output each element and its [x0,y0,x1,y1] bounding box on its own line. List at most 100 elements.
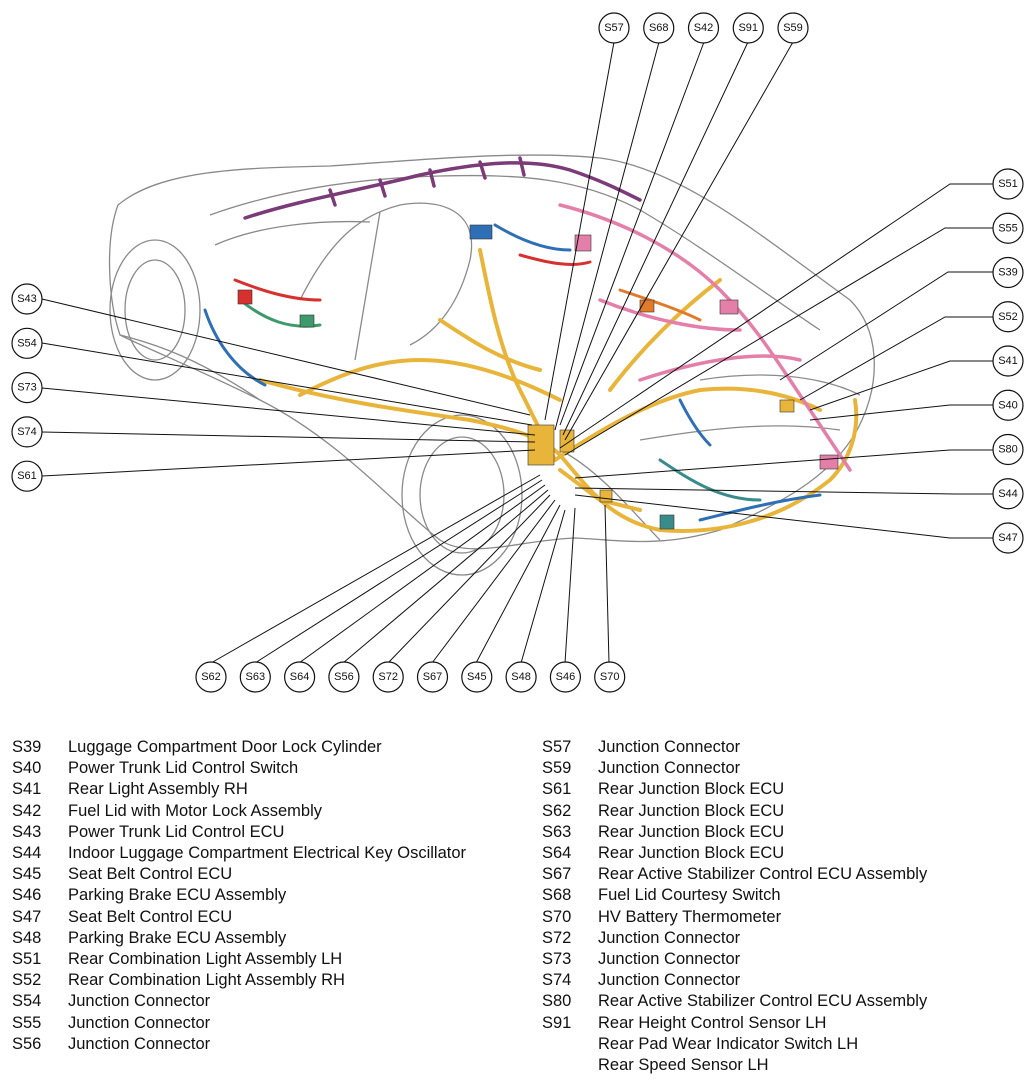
legend-description: Fuel Lid with Motor Lock Assembly [68,801,323,820]
legend-code: S52 [12,971,42,990]
legend-description: HV Battery Thermometer [598,907,782,926]
callout-s39: S39 [992,256,1024,289]
legend-row: S48 Parking Brake ECU Assembly [12,928,466,949]
legend-code: S63 [542,822,572,841]
legend-code: S46 [12,886,42,905]
connector-blocks [237,224,839,530]
callout-s41: S41 [992,345,1024,377]
callout-text: S45 [467,671,487,683]
callout-text: S74 [17,426,37,438]
callout-s56: S56 [328,661,360,693]
legend-code [542,1034,598,1055]
legend-row: Rear Speed Sensor LH [542,1055,927,1076]
legend-row: S63 Rear Junction Block ECU [542,822,927,843]
legend-description: Power Trunk Lid Control Switch [68,759,299,778]
callout-s40: S40 [992,389,1024,421]
legend-description: Luggage Compartment Door Lock Cylinder [68,738,382,756]
callout-text: S51 [998,178,1018,190]
legend-code: S39 [12,738,42,756]
callout-text: S40 [998,399,1018,411]
callout-s51: S51 [992,168,1024,200]
legend-code: S42 [12,801,42,820]
legend-code: S59 [542,759,572,778]
callout-text: S57 [604,22,624,34]
callout-text: S91 [738,22,758,34]
callout-s68: S68 [643,12,675,44]
callout-text: S42 [694,22,714,34]
callout-text: S43 [17,293,37,305]
legend-description: Parking Brake ECU Assembly [68,886,287,905]
callout-s72: S72 [372,661,404,693]
legend-code: S73 [542,950,572,969]
legend-code: S45 [12,865,42,884]
legend-row: S52 Rear Combination Light Assembly RH [12,970,466,991]
callout-text: S46 [556,671,576,683]
legend-description: Parking Brake ECU Assembly [68,928,287,947]
callout-text: S55 [998,222,1018,234]
legend-left-column: S39 Luggage Compartment Door Lock Cylinde… [12,737,466,1055]
legend-description: Rear Combination Light Assembly RH [68,971,345,990]
callout-s73: S73 [11,372,43,404]
legend-row: S73 Junction Connector [542,949,927,970]
legend-description: Junction Connector [68,992,211,1011]
callout-s48: S48 [505,661,537,693]
legend-code: S54 [12,992,42,1011]
legend-description: Rear Junction Block ECU [598,822,785,841]
callout-text: S59 [783,22,803,34]
callout-s80: S80 [992,433,1024,466]
legend-description: Rear Junction Block ECU [598,844,785,863]
callout-s61: S61 [11,460,43,492]
callout-s64: S64 [284,661,316,693]
legend-row: S62 Rear Junction Block ECU [542,801,927,822]
legend-row: S43 Power Trunk Lid Control ECU [12,822,466,843]
callout-text: S62 [201,671,221,683]
legend-code: S57 [542,738,572,756]
legend-code: S40 [12,759,42,778]
legend-description: Seat Belt Control ECU [68,865,233,884]
legend-row: S46 Parking Brake ECU Assembly [12,885,466,906]
legend-code: S62 [542,801,572,820]
leader-lines [41,41,995,664]
legend-description: Fuel Lid Courtesy Switch [598,886,781,905]
legend-code: S47 [12,907,42,926]
callout-text: S67 [423,671,443,683]
legend-code: S72 [542,928,572,947]
legend-description: Junction Connector [598,971,741,990]
legend-description: Rear Active Stabilizer Control ECU Assem… [598,865,928,884]
legend-row: S67 Rear Active Stabilizer Control ECU As… [542,864,927,885]
legend-description: Junction Connector [68,1034,211,1053]
legend-description: Rear Light Assembly RH [68,780,248,799]
legend-description: Rear Junction Block ECU [598,780,785,799]
callout-text: S61 [17,470,37,482]
callout-s67: S67 [416,661,449,693]
callout-s46: S46 [549,661,582,693]
legend-code: S55 [12,1013,42,1032]
callout-text: S54 [17,337,37,349]
callout-s59: S59 [777,12,809,44]
legend-code: S48 [12,928,42,947]
callout-text: S44 [998,488,1018,500]
callout-s74: S74 [11,416,43,448]
legend-code: S80 [542,992,572,1011]
legend-description: Junction Connector [598,950,741,969]
legend-code: S67 [542,865,572,884]
callout-s47: S47 [992,522,1024,554]
legend-description: Rear Junction Block ECU [598,801,785,820]
legend-code: S56 [12,1034,42,1053]
callout-s57: S57 [598,12,630,44]
callout-text: S80 [998,444,1018,456]
legend-code: S43 [12,822,42,841]
legend-row: S45 Seat Belt Control ECU [12,864,466,885]
legend-description: Power Trunk Lid Control ECU [68,822,285,841]
